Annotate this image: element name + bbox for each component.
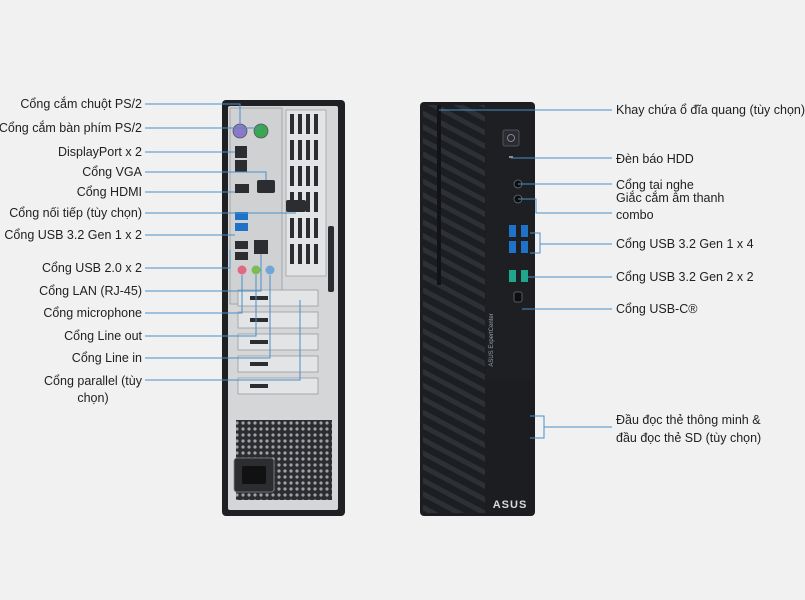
leader-line-usb20-x2 (145, 250, 231, 269)
label-displayport: DisplayPort x 2 (57, 145, 142, 159)
hdd-led-light (509, 156, 513, 158)
front-usb3-gen2-2 (521, 270, 528, 282)
leader-line-audio-combo (518, 198, 612, 214)
mic-jack (237, 265, 247, 275)
label-serial: Cổng nối tiếp (tùy chọn) (9, 206, 142, 220)
line-out-jack (251, 265, 261, 275)
lan-port (254, 240, 268, 254)
front-usb-c-port (513, 291, 523, 303)
hdmi-port (235, 184, 249, 193)
front-usb3-gen1-4 (521, 241, 528, 253)
front-usb3-gen2-1 (509, 270, 516, 282)
label-audio-combo: Giắc cắm âm thanh combo (616, 191, 725, 222)
front-usb3-gen1-2 (521, 225, 528, 237)
label-lan: Cổng LAN (RJ-45) (39, 284, 142, 298)
leader-line-lan (145, 254, 262, 292)
front-usb3-gen1-3 (509, 241, 516, 253)
ps2-mouse-port (232, 123, 248, 139)
label-line-out: Cổng Line out (64, 329, 142, 343)
leader-line-parallel (145, 300, 301, 381)
leader-lines (145, 103, 612, 439)
side-handle (328, 226, 334, 292)
label-line-in: Cổng Line in (71, 351, 142, 365)
usb3-port-1 (235, 212, 248, 220)
label-usb32-gen1-x2: Cổng USB 3.2 Gen 1 x 2 (4, 228, 142, 242)
vga-port (257, 180, 275, 193)
label-ps2-keyboard: Cổng cắm bàn phím PS/2 (0, 121, 142, 135)
leader-line-ps2-mouse (145, 103, 241, 124)
displayport-2 (235, 160, 247, 172)
back-view (222, 100, 345, 516)
label-vga: Cổng VGA (82, 165, 142, 179)
leader-line-microphone (145, 275, 243, 314)
serial-port (286, 200, 306, 212)
power-button-ring (507, 134, 515, 142)
label-microphone: Cổng microphone (43, 306, 142, 320)
front-view (420, 102, 535, 516)
label-ps2-mouse: Cổng cắm chuột PS/2 (20, 97, 142, 111)
label-usb32-gen1-x4: Cổng USB 3.2 Gen 1 x 4 (616, 237, 754, 251)
label-usb20-x2: Cổng USB 2.0 x 2 (41, 261, 142, 275)
usb2-port-2 (235, 252, 248, 260)
leader-line-line-out (145, 275, 257, 337)
power-socket-inner (242, 466, 266, 484)
front-model-vertical-text: ASUS ExpertCenter (489, 313, 495, 366)
front-usb3-gen1-1 (509, 225, 516, 237)
leader-line-vga (145, 171, 267, 180)
label-optical-bay: Khay chứa ổ đĩa quang (tùy chọn) (616, 103, 805, 117)
label-usb32-gen2-x2: Cổng USB 3.2 Gen 2 x 2 (616, 270, 754, 284)
optical-bay-slot (437, 105, 441, 285)
label-hdmi: Cổng HDMI (76, 185, 142, 199)
usb3-port-2 (235, 223, 248, 231)
label-card-reader: Đầu đọc thẻ thông minh & đầu đọc thẻ SD … (616, 413, 762, 445)
line-in-jack (265, 265, 275, 275)
leader-line-line-in (145, 275, 271, 359)
slot-screws (250, 296, 268, 388)
power-button (502, 129, 520, 147)
label-usb-c: Cổng USB-C® (616, 302, 698, 316)
label-headphone: Cổng tai nghe (616, 178, 694, 192)
ps2-keyboard-port (253, 123, 269, 139)
label-hdd-led: Đèn báo HDD (616, 152, 694, 166)
front-stripe-panel (423, 105, 485, 513)
expansion-slots (237, 289, 319, 395)
displayport-1 (235, 146, 247, 158)
usb2-port-1 (235, 241, 248, 249)
asus-logo: ASUS (493, 499, 528, 511)
label-parallel: Cổng parallel (tùy chọn) (44, 374, 142, 405)
front-bottom-bezel (486, 380, 533, 513)
leader-line-usb32-gen1-x4 (530, 232, 541, 254)
